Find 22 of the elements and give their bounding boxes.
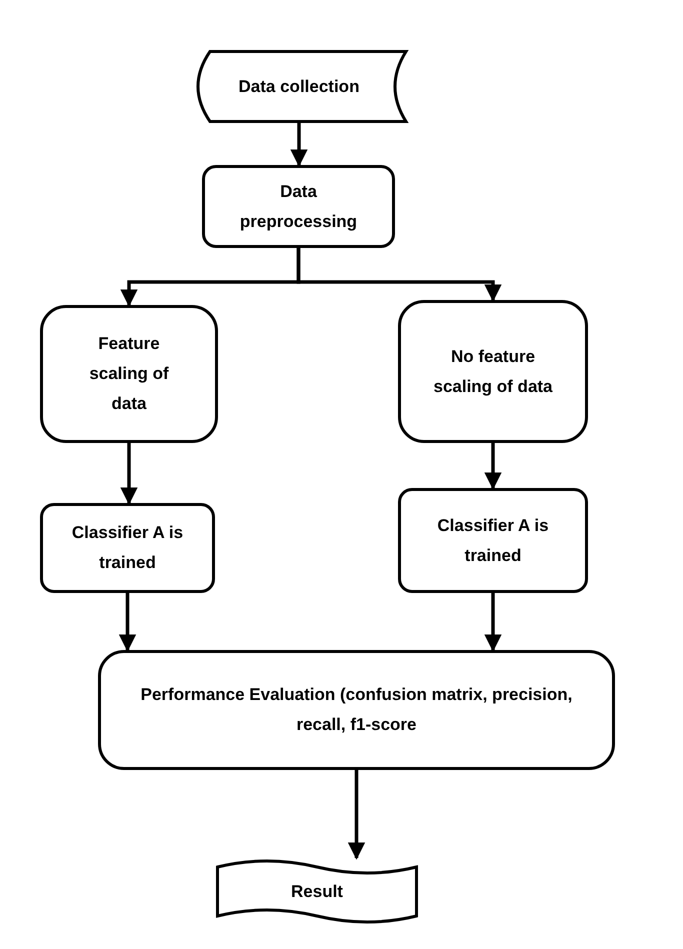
arrow [118,593,136,652]
process-box [398,300,588,443]
node-label: Data preprocessing [238,180,358,233]
node-label: Classifier A is trained [70,522,184,574]
arrow [296,248,502,302]
process-box [40,305,218,443]
process-box [98,650,615,770]
node-label: Performance Evaluation (confusion matrix, precision, recall, f1-score [140,684,574,736]
arrow [484,593,502,652]
process-box [202,165,395,248]
node-label: Feature scaling of data [88,333,170,415]
node-label: Result [291,880,343,902]
arrow [348,770,366,860]
process-box [40,503,215,593]
node-label: No feature scaling of data [433,346,553,398]
node-label: Data collection [238,76,360,98]
document-shape [216,858,418,925]
arrow [120,443,138,505]
arrow [290,123,308,167]
process-box [398,488,588,593]
arrow [484,443,502,490]
node-label: Classifier A is trained [436,514,550,566]
